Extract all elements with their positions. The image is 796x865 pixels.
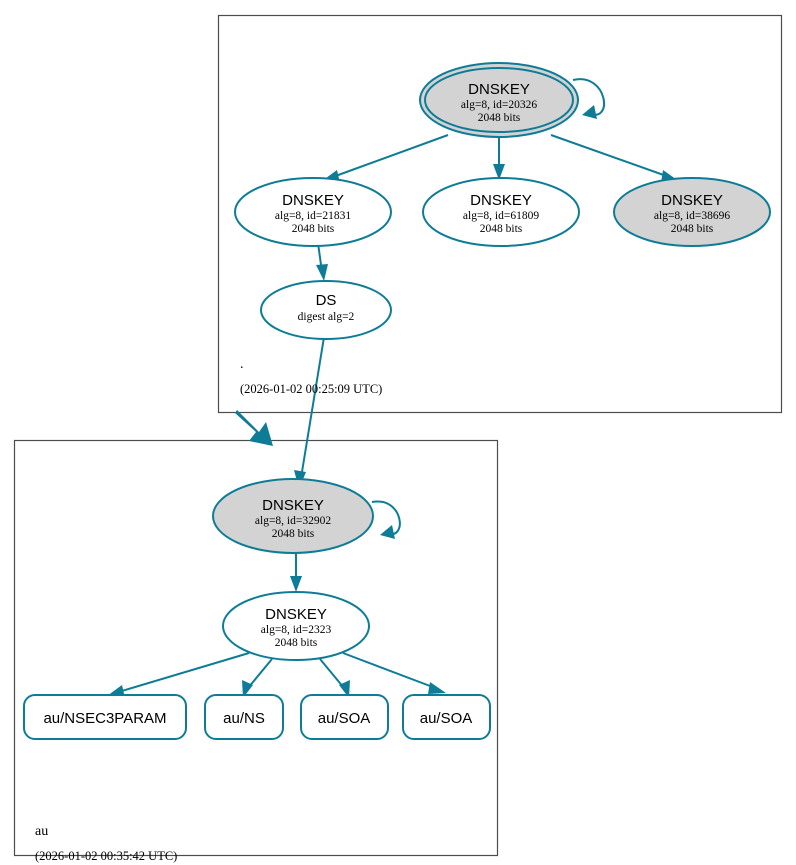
rrset-au-soa-1[interactable]: au/SOA bbox=[300, 694, 389, 740]
rrset-label: au/NSEC3PARAM bbox=[43, 710, 166, 727]
node-detail-key: alg=8, id=61809 bbox=[463, 210, 539, 222]
node-au-zsk-2323[interactable]: DNSKEY alg=8, id=2323 2048 bits bbox=[222, 591, 370, 661]
node-root-zsk-38696[interactable]: DNSKEY alg=8, id=38696 2048 bits bbox=[613, 177, 771, 247]
edge-root-ksk-selfsign bbox=[572, 78, 605, 119]
node-detail-bits: 2048 bits bbox=[671, 223, 714, 235]
edge-au-zsk-to-ns bbox=[242, 658, 273, 698]
rrset-label: au/NS bbox=[223, 710, 265, 727]
node-detail-key: alg=8, id=20326 bbox=[461, 99, 537, 111]
node-detail-bits: 2048 bits bbox=[275, 637, 318, 649]
delegation-arrow bbox=[235, 410, 273, 446]
zone-timestamp-root: (2026-01-02 00:25:09 UTC) bbox=[240, 382, 382, 396]
node-title: DNSKEY bbox=[282, 192, 344, 209]
node-detail-bits: 2048 bits bbox=[478, 112, 521, 124]
node-au-ksk-32902[interactable]: DNSKEY alg=8, id=32902 2048 bits bbox=[212, 478, 374, 554]
node-title: DNSKEY bbox=[265, 606, 327, 623]
node-detail-digest: digest alg=2 bbox=[298, 311, 355, 323]
rrset-au-ns[interactable]: au/NS bbox=[204, 694, 284, 740]
zone-label-root: . bbox=[240, 357, 244, 372]
rrset-label: au/SOA bbox=[318, 710, 371, 727]
node-detail-key: alg=8, id=32902 bbox=[255, 515, 331, 527]
node-detail-bits: 2048 bits bbox=[480, 223, 523, 235]
node-detail-bits: 2048 bits bbox=[292, 223, 335, 235]
edge-au-zsk-to-soa-1 bbox=[319, 658, 350, 698]
node-detail-key: alg=8, id=2323 bbox=[261, 624, 332, 636]
edge-root-zsk21831-to-ds bbox=[316, 242, 328, 281]
node-title: DNSKEY bbox=[262, 497, 324, 514]
node-title: DNSKEY bbox=[470, 192, 532, 209]
edge-au-ksk-to-zsk bbox=[290, 552, 302, 592]
node-detail-key: alg=8, id=21831 bbox=[275, 210, 351, 222]
edge-au-zsk-to-soa-2 bbox=[342, 652, 446, 694]
edge-root-ksk-to-zsk61809 bbox=[493, 137, 505, 180]
node-root-ksk-20326[interactable]: DNSKEY alg=8, id=20326 2048 bits bbox=[419, 62, 579, 138]
node-detail-bits: 2048 bits bbox=[272, 528, 315, 540]
rrset-label: au/SOA bbox=[420, 710, 473, 727]
node-root-zsk-61809[interactable]: DNSKEY alg=8, id=61809 2048 bits bbox=[422, 177, 580, 247]
node-title: DNSKEY bbox=[468, 81, 530, 98]
edge-au-ksk-selfsign bbox=[371, 500, 401, 539]
rrset-au-nsec3param[interactable]: au/NSEC3PARAM bbox=[23, 694, 187, 740]
zone-label-au: au bbox=[35, 824, 48, 839]
rrset-au-soa-2[interactable]: au/SOA bbox=[402, 694, 491, 740]
node-detail-key: alg=8, id=38696 bbox=[654, 210, 730, 222]
node-root-zsk-21831[interactable]: DNSKEY alg=8, id=21831 2048 bits bbox=[234, 177, 392, 247]
zone-timestamp-au: (2026-01-02 00:35:42 UTC) bbox=[35, 849, 177, 863]
node-root-ds[interactable]: DS digest alg=2 bbox=[260, 280, 392, 340]
node-title: DS bbox=[316, 292, 337, 309]
node-title: DNSKEY bbox=[661, 192, 723, 209]
